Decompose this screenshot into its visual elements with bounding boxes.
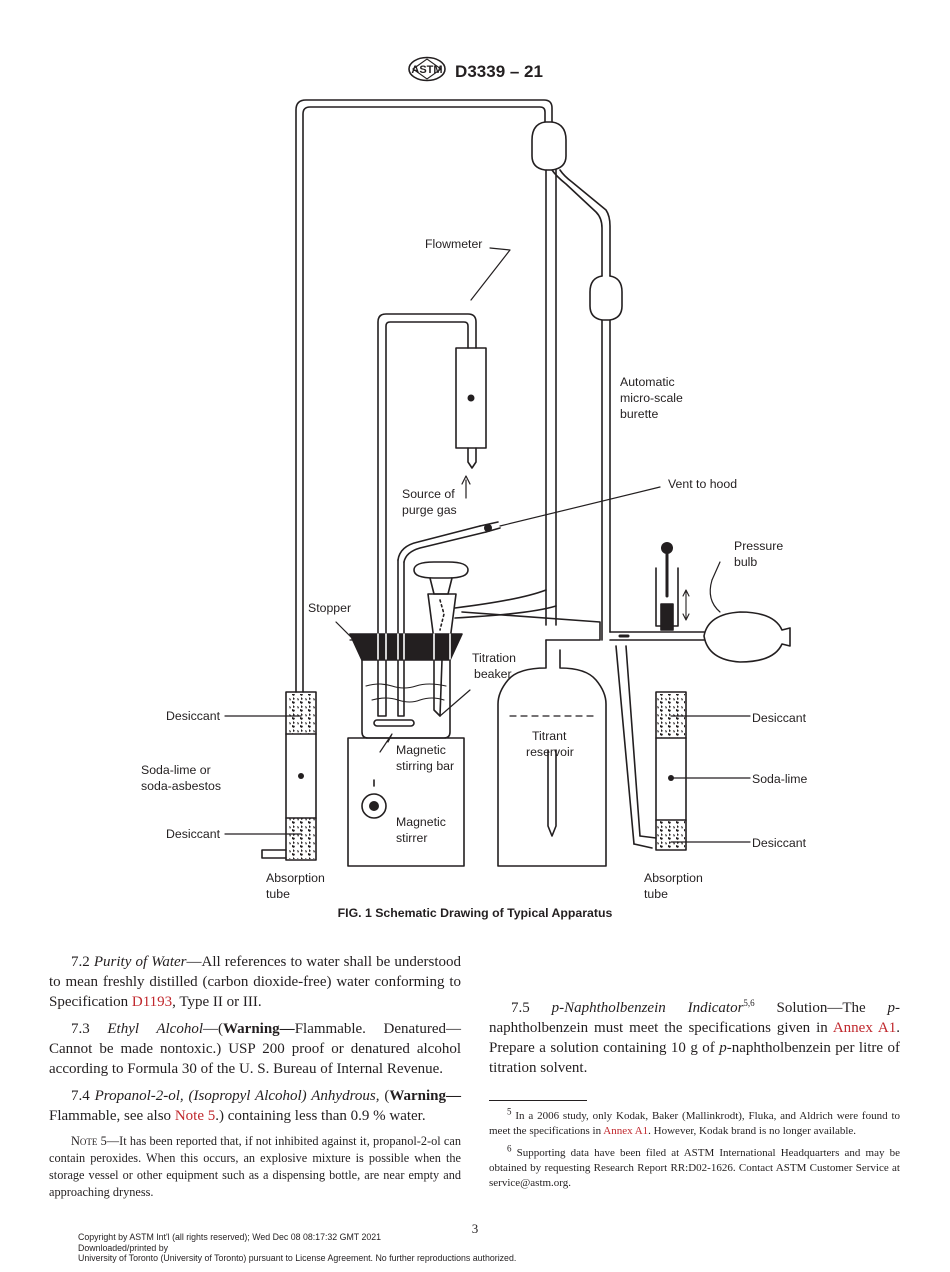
label-tube-right: tube bbox=[644, 887, 668, 901]
label-flowmeter: Flowmeter bbox=[425, 237, 482, 251]
label-vent-to-hood: Vent to hood bbox=[668, 477, 737, 491]
paragraph-text: —All references to water shall be unders… bbox=[49, 954, 461, 1010]
page-number: 3 bbox=[471, 1221, 479, 1236]
section-number: 7.3 bbox=[71, 1021, 90, 1037]
footnote-divider bbox=[489, 1100, 587, 1101]
label-tube-left: tube bbox=[266, 887, 290, 901]
paragraph-text: Solution—The bbox=[754, 1000, 888, 1016]
document-id: D3339 – 21 bbox=[455, 61, 543, 81]
page-header: ASTM D3339 – 21 bbox=[0, 56, 950, 87]
footnote-text: Supporting data have been filed at ASTM … bbox=[489, 1147, 900, 1189]
footnote-5: 5 In a 2006 study, only Kodak, Baker (Ma… bbox=[489, 1106, 900, 1139]
label-magnetic-stirrer: Magnetic bbox=[396, 815, 446, 829]
label-desiccant-left-top: Desiccant bbox=[166, 709, 221, 723]
label-magnetic-bar: Magnetic bbox=[396, 743, 446, 757]
label-titration: Titration bbox=[472, 651, 516, 665]
label-automatic: Automatic bbox=[620, 375, 675, 389]
paragraph-text: . Prepare a solution containing 10 g of bbox=[489, 1020, 901, 1056]
label-desiccant-left-bottom: Desiccant bbox=[166, 827, 221, 841]
footnote-ref: 5,6 bbox=[743, 998, 755, 1008]
section-number: 7.5 bbox=[511, 1000, 530, 1016]
paragraph-text: ( bbox=[379, 1088, 390, 1104]
footnote-number: 6 bbox=[507, 1143, 512, 1154]
warning-label: Warning— bbox=[389, 1088, 462, 1104]
note-text: —It has been reported that, if not inhib… bbox=[49, 1134, 461, 1199]
italic-p: p bbox=[719, 1040, 727, 1056]
paragraph-7-2: 7.2 Purity of Water—All references to wa… bbox=[49, 952, 461, 1012]
page-footer: Copyright by ASTM Int'l (all rights rese… bbox=[78, 1232, 516, 1264]
section-title: p-Naphtholbenzein Indicator bbox=[551, 1000, 744, 1016]
paragraph-text: Flammable. Denatured—Cannot be made nont… bbox=[49, 1021, 461, 1077]
note-label: Note 5 bbox=[71, 1134, 107, 1148]
link-annex-a1[interactable]: Annex A1 bbox=[603, 1125, 649, 1137]
section-number: 7.2 bbox=[71, 954, 90, 970]
label-pressure: Pressure bbox=[734, 539, 783, 553]
footnote-number: 5 bbox=[507, 1106, 512, 1117]
label-absorption-right: Absorption bbox=[644, 871, 703, 885]
label-micro-scale: micro-scale bbox=[620, 391, 683, 405]
paragraph-7-4: 7.4 Propanol-2-ol, (Isopropyl Alcohol) A… bbox=[49, 1086, 461, 1126]
footnote-text: In a 2006 study, only Kodak, Baker (Mall… bbox=[489, 1110, 900, 1137]
label-absorption-left: Absorption bbox=[266, 871, 325, 885]
label-reservoir: reservoir bbox=[526, 745, 574, 759]
figure-caption: FIG. 1 Schematic Drawing of Typical Appa… bbox=[337, 906, 613, 920]
label-purge-gas: purge gas bbox=[402, 503, 457, 517]
italic-p: p bbox=[887, 1000, 896, 1016]
section-title: Propanol-2-ol, (Isopropyl Alcohol) Anhyd… bbox=[94, 1088, 380, 1104]
link-d1193[interactable]: D1193 bbox=[131, 994, 173, 1010]
paragraph-text: .) containing less than 0.9 % water. bbox=[215, 1108, 426, 1124]
paragraph-text: Flammable, see also bbox=[49, 1108, 175, 1124]
footnote-6: 6 Supporting data have been filed at AST… bbox=[489, 1143, 900, 1191]
label-stopper: Stopper bbox=[308, 601, 351, 615]
paragraph-7-5: 7.5 p-Naphtholbenzein Indicator5,6 Solut… bbox=[489, 998, 900, 1078]
label-titrant: Titrant bbox=[532, 729, 567, 743]
label-bulb: bulb bbox=[734, 555, 757, 569]
label-beaker: beaker bbox=[474, 667, 512, 681]
warning-label: Warning— bbox=[223, 1021, 295, 1037]
label-soda-lime-or: Soda-lime or bbox=[141, 763, 211, 777]
section-number: 7.4 bbox=[71, 1088, 90, 1104]
footnote-text: . However, Kodak brand is no longer avai… bbox=[648, 1125, 857, 1137]
right-column: 7.5 p-Naphtholbenzein Indicator5,6 Solut… bbox=[489, 952, 900, 1198]
footer-downloaded: Downloaded/printed by bbox=[78, 1242, 168, 1253]
paragraph-7-3: 7.3 Ethyl Alcohol—(Warning—Flammable. De… bbox=[49, 1019, 461, 1079]
label-soda-asbestos: soda-asbestos bbox=[141, 779, 221, 793]
label-stirring-bar: stirring bar bbox=[396, 759, 454, 773]
footer-license: University of Toronto (University of Tor… bbox=[78, 1253, 517, 1263]
label-desiccant-right-bottom: Desiccant bbox=[752, 836, 807, 850]
paragraph-text: , Type II or III. bbox=[172, 994, 262, 1010]
note-5: Note 5—It has been reported that, if not… bbox=[49, 1133, 461, 1201]
label-stirrer: stirrer bbox=[396, 831, 427, 845]
link-note-5[interactable]: Note 5 bbox=[174, 1108, 216, 1124]
section-title: Ethyl Alcohol bbox=[107, 1021, 203, 1037]
label-source-of: Source of bbox=[402, 487, 455, 501]
footer-copyright: Copyright by ASTM Int'l (all rights rese… bbox=[78, 1232, 382, 1242]
section-title: Purity of Water bbox=[93, 954, 187, 970]
label-soda-lime: Soda-lime bbox=[752, 772, 808, 786]
label-burette: burette bbox=[620, 407, 658, 421]
label-desiccant-right-top: Desiccant bbox=[752, 711, 807, 725]
apparatus-schematic: Flowmeter Automatic micro-scale burette … bbox=[141, 99, 808, 901]
paragraph-text: -naphtholbenzein per litre of titration … bbox=[489, 1040, 900, 1076]
paragraph-text: -naphtholbenzein must meet the specifica… bbox=[489, 1000, 901, 1036]
link-annex-a1[interactable]: Annex A1 bbox=[832, 1020, 897, 1036]
left-column: 7.2 Purity of Water—All references to wa… bbox=[49, 952, 461, 1208]
astm-logo-icon: ASTM bbox=[407, 56, 447, 87]
svg-text:ASTM: ASTM bbox=[411, 64, 442, 76]
paragraph-text: —( bbox=[203, 1021, 223, 1037]
